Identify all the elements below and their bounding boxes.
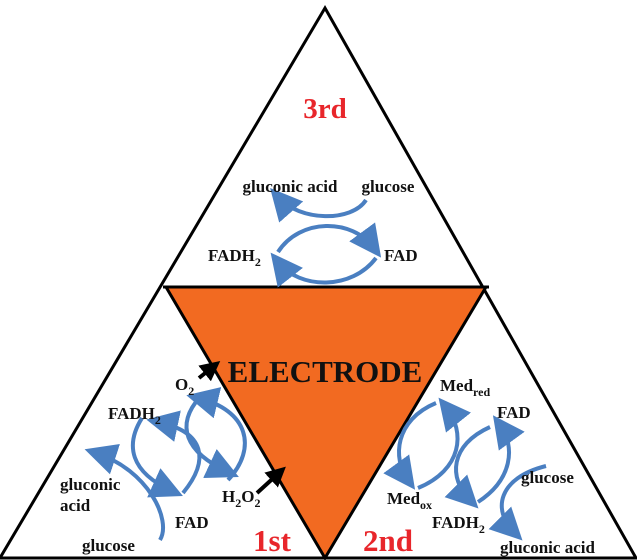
stage2-medred-label: Medred <box>440 376 490 399</box>
stage3-arrow-fadh2-to-fad <box>276 222 382 258</box>
stage2-arrow-glucose-to-gluconic <box>488 464 547 541</box>
stage1-gluconic-label-line2: acid <box>60 496 91 515</box>
stage2-title: 2nd <box>363 523 413 558</box>
stage3-arrow-glucose-to-gluconic <box>270 188 368 223</box>
electrode-label: ELECTRODE <box>228 354 423 389</box>
stage1-o2-to-electrode-arrow <box>197 361 221 382</box>
stage1-arrow-glucose-to-gluconic <box>84 444 166 542</box>
stage1-arrow-fadh2-to-fad <box>130 416 183 498</box>
stage1-glucose-label: glucose <box>82 536 135 555</box>
stage2-arrow-fadh2-to-fad <box>476 415 525 504</box>
stage1-fad-label: FAD <box>175 513 209 532</box>
stage3-fad-label: FAD <box>384 246 418 265</box>
stage1-h2o2-to-electrode-arrow <box>255 466 286 495</box>
stage3-gluconic-label: gluconic acid <box>243 177 338 196</box>
stage1-title: 1st <box>253 523 292 558</box>
stage2-medox-label: Medox <box>387 489 432 512</box>
stage1-arrow-h2o2-to-o2 <box>186 387 247 482</box>
stage1-arrow-fad-to-fadh2 <box>146 410 202 495</box>
stage2-arrow-medox-to-medred <box>417 397 471 490</box>
stage3-fadh2-label: FADH2 <box>208 246 261 269</box>
stage1-gluconic-label-line1: gluconic <box>60 475 121 494</box>
stage3-title: 3rd <box>303 93 347 125</box>
stage2-arrow-medred-to-medox <box>383 401 437 490</box>
stage2-gluconic-label: gluconic acid <box>500 538 595 557</box>
stage3-arrow-fad-to-fadh2 <box>270 252 378 288</box>
stage1-h2o2-label: H2O2 <box>222 487 260 510</box>
electrode-triangle <box>163 285 489 560</box>
stage2-fad-label: FAD <box>497 403 531 422</box>
stage3-glucose-label: glucose <box>362 177 415 196</box>
stage2-fadh2-label: FADH2 <box>432 513 485 536</box>
stage2-arrow-fad-to-fadh2 <box>444 425 491 509</box>
stage2-glucose-label: glucose <box>521 468 574 487</box>
stage1-o2-label: O2 <box>175 375 194 398</box>
stage1-fadh2-label: FADH2 <box>108 404 161 427</box>
